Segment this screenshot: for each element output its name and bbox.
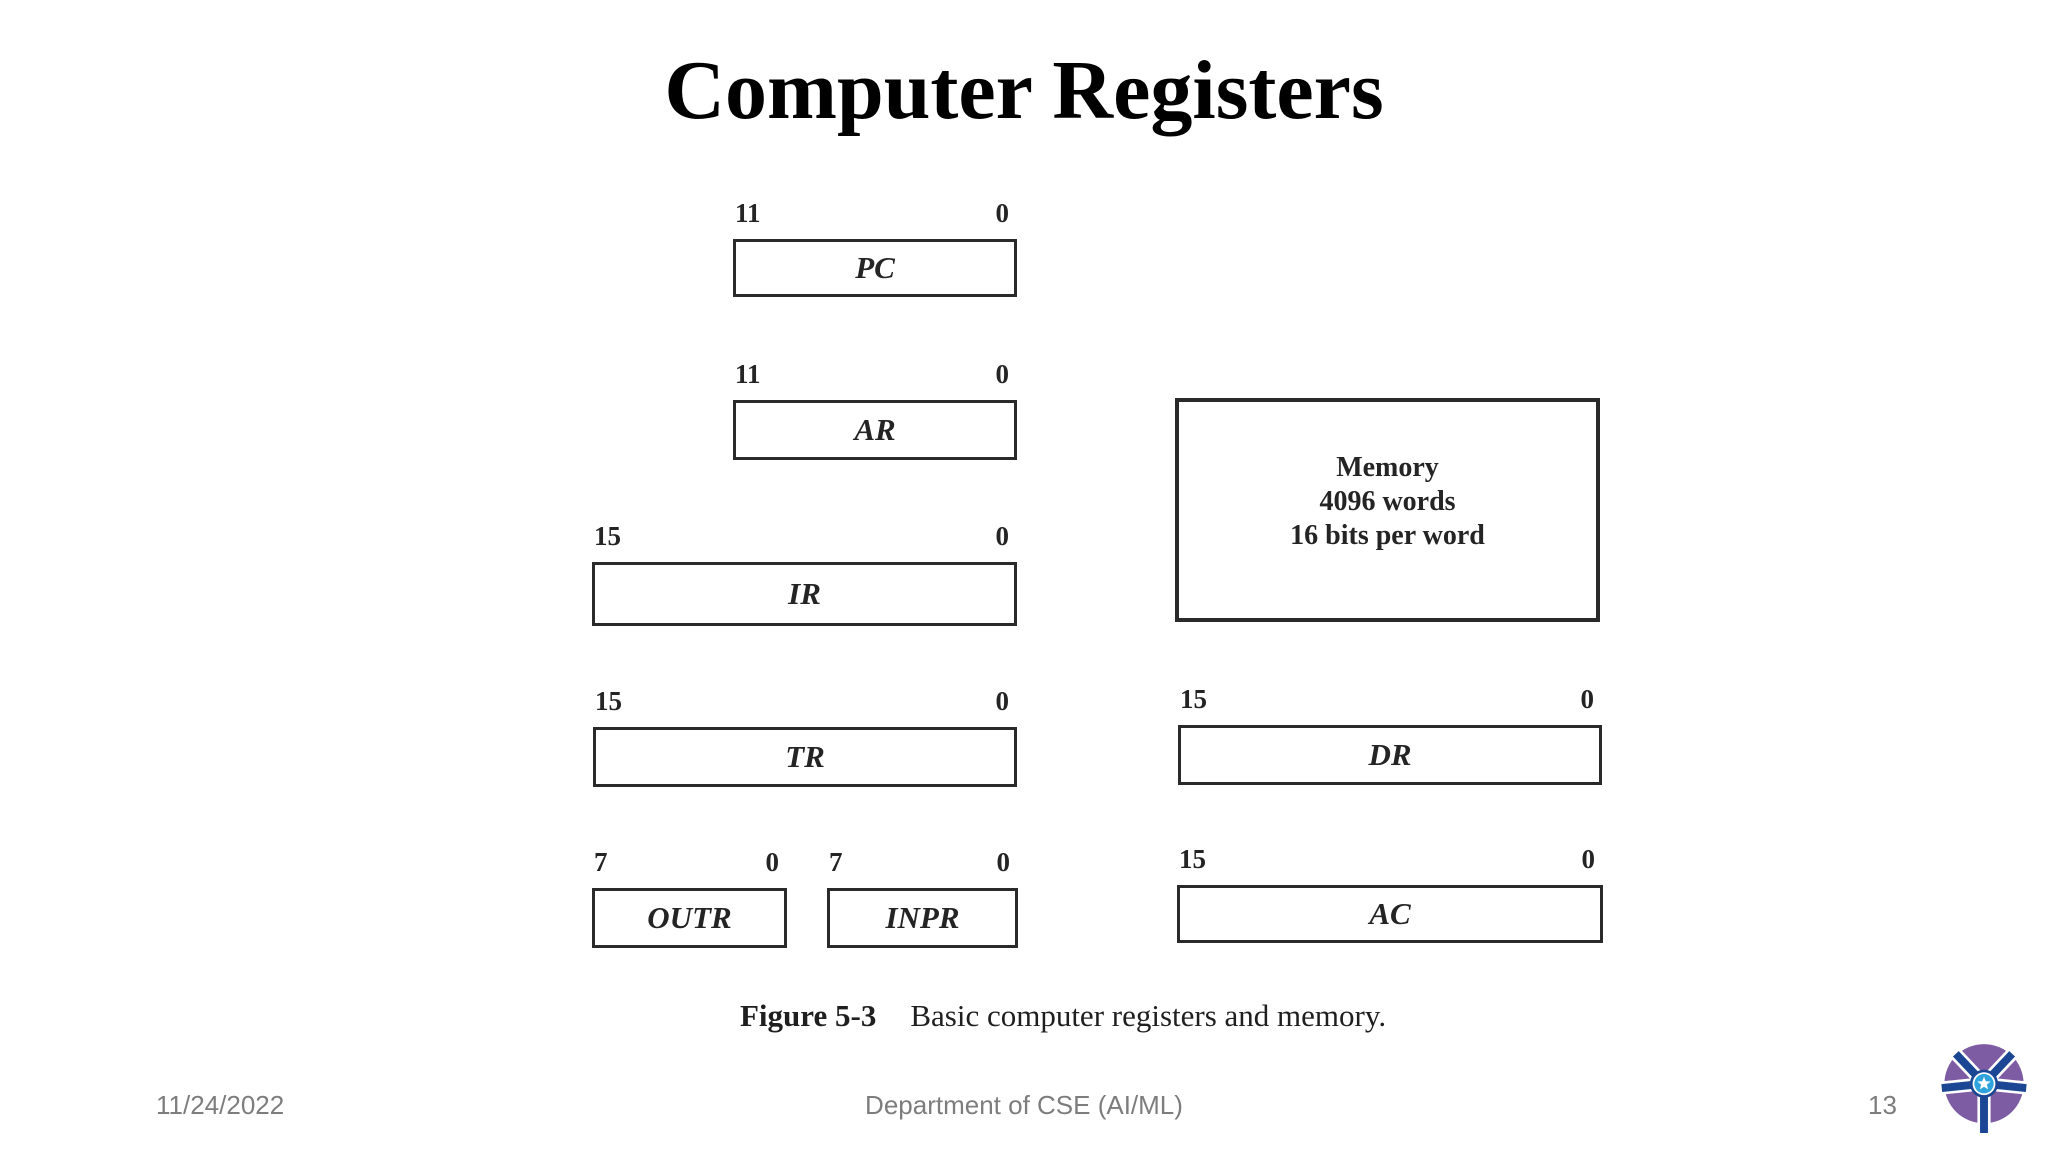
bit-range: 15 0: [592, 521, 1017, 552]
register-label: TR: [785, 739, 825, 774]
register-ac: 15 0 AC: [1177, 844, 1603, 943]
bit-low-label: 0: [996, 847, 1011, 877]
bit-low-label: 0: [765, 847, 780, 877]
bit-range: 11 0: [733, 359, 1017, 390]
register-box: AC: [1177, 885, 1603, 943]
bit-high-label: 15: [1180, 684, 1207, 714]
page-number: 13: [1868, 1090, 1897, 1120]
bit-high-label: 15: [594, 521, 621, 551]
register-box: IR: [592, 562, 1017, 626]
register-label: INPR: [885, 900, 960, 935]
register-ar: 11 0 AR: [733, 359, 1017, 460]
register-label: PC: [855, 250, 895, 285]
register-pc: 11 0 PC: [733, 198, 1017, 297]
register-ir: 15 0 IR: [592, 521, 1017, 626]
register-box: OUTR: [592, 888, 787, 948]
register-label: IR: [788, 576, 821, 611]
register-outr: 7 0 OUTR: [592, 847, 787, 948]
register-box: DR: [1178, 725, 1602, 785]
bit-range: 15 0: [1177, 844, 1603, 875]
register-label: AC: [1369, 896, 1411, 931]
bit-low-label: 0: [995, 521, 1010, 551]
register-tr: 15 0 TR: [593, 686, 1017, 787]
register-box: PC: [733, 239, 1017, 297]
memory-box: Memory 4096 words 16 bits per word: [1175, 398, 1600, 622]
memory-words: 4096 words: [1319, 486, 1456, 517]
bit-low-label: 0: [995, 198, 1010, 228]
bit-high-label: 11: [735, 198, 761, 228]
star-icon: [1977, 1076, 1991, 1090]
register-box: TR: [593, 727, 1017, 787]
register-label: AR: [854, 412, 896, 447]
bit-low-label: 0: [1580, 684, 1595, 714]
register-label: OUTR: [647, 900, 732, 935]
figure-caption: Figure 5-3 Basic computer registers and m…: [740, 998, 1520, 1034]
bit-high-label: 7: [594, 847, 608, 877]
bit-range: 11 0: [733, 198, 1017, 229]
figure-caption-text: Basic computer registers and memory.: [910, 998, 1387, 1033]
memory-title: Memory: [1336, 452, 1439, 483]
bit-high-label: 7: [829, 847, 843, 877]
bit-range: 7 0: [592, 847, 787, 878]
bit-low-label: 0: [1581, 844, 1596, 874]
register-box: INPR: [827, 888, 1018, 948]
bit-high-label: 11: [735, 359, 761, 389]
footer-date: 11/24/2022: [156, 1090, 285, 1120]
register-dr: 15 0 DR: [1178, 684, 1602, 785]
page-title: Computer Registers: [664, 44, 1384, 137]
register-inpr: 7 0 INPR: [827, 847, 1018, 948]
bit-range: 7 0: [827, 847, 1018, 878]
register-box: AR: [733, 400, 1017, 460]
institution-logo-icon: [1940, 1044, 2028, 1134]
register-label: DR: [1368, 737, 1412, 772]
bit-low-label: 0: [995, 686, 1010, 716]
memory-bits: 16 bits per word: [1290, 520, 1485, 551]
bit-high-label: 15: [1179, 844, 1206, 874]
bit-range: 15 0: [593, 686, 1017, 717]
figure-caption-label: Figure 5-3: [740, 998, 877, 1033]
footer-department: Department of CSE (AI/ML): [865, 1090, 1183, 1120]
bit-high-label: 15: [595, 686, 622, 716]
bit-range: 15 0: [1178, 684, 1602, 715]
bit-low-label: 0: [995, 359, 1010, 389]
